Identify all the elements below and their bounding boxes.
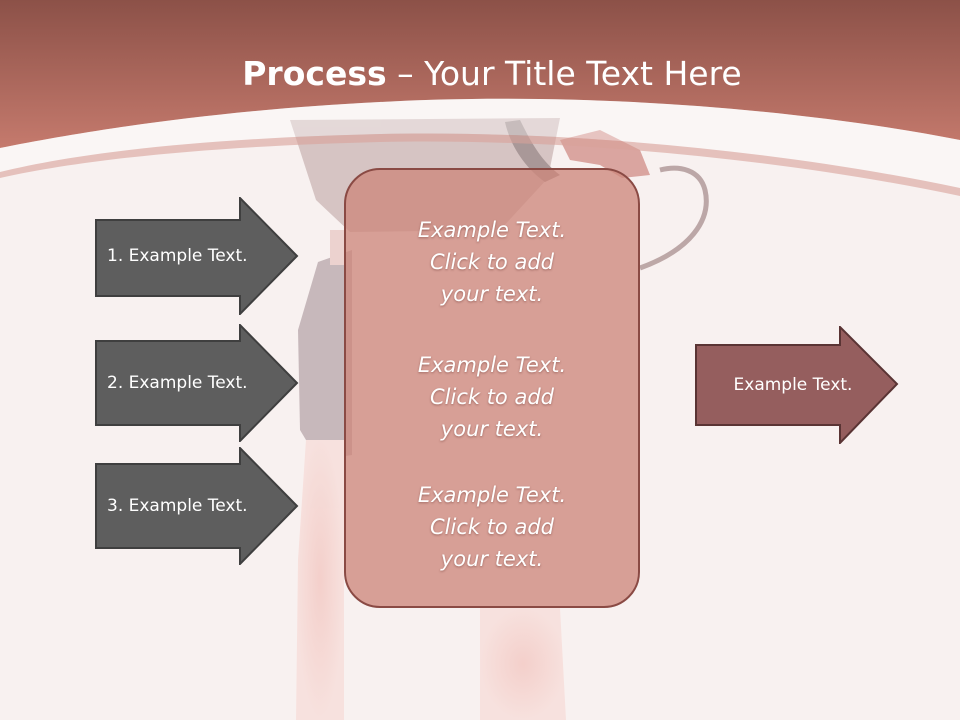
center-text-block-3[interactable]: Example Text. Click to add your text.	[346, 479, 638, 575]
arrow-right-icon	[95, 447, 299, 565]
center-text-line: Example Text.	[417, 483, 567, 507]
center-text-block-2[interactable]: Example Text. Click to add your text.	[346, 349, 638, 445]
output-arrow-label: Example Text.	[733, 375, 853, 395]
arrow-right-icon	[695, 326, 899, 444]
input-arrow-label: 3. Example Text.	[107, 496, 248, 516]
arrow-right-icon	[95, 197, 299, 315]
arrow-right-icon	[95, 324, 299, 442]
title-bold: Process	[242, 54, 387, 93]
center-text-line: your text.	[440, 547, 544, 571]
output-arrow[interactable]: Example Text.	[695, 326, 899, 444]
center-text-line: your text.	[440, 282, 544, 306]
title-rest: – Your Title Text Here	[386, 54, 742, 93]
input-arrow-2[interactable]: 2. Example Text.	[95, 324, 299, 442]
center-box[interactable]: Example Text. Click to add your text. Ex…	[344, 168, 640, 608]
input-arrow-3[interactable]: 3. Example Text.	[95, 447, 299, 565]
center-text-block-1[interactable]: Example Text. Click to add your text.	[346, 214, 638, 310]
center-text-line: Example Text.	[417, 218, 567, 242]
center-text-line: Click to add	[429, 385, 554, 409]
input-arrow-label: 1. Example Text.	[107, 246, 248, 266]
center-text-line: your text.	[440, 417, 544, 441]
center-text-line: Click to add	[429, 250, 554, 274]
input-arrow-label: 2. Example Text.	[107, 373, 248, 393]
center-text-line: Click to add	[429, 515, 554, 539]
slide-title[interactable]: Process – Your Title Text Here	[0, 54, 960, 94]
center-text-line: Example Text.	[417, 353, 567, 377]
input-arrow-1[interactable]: 1. Example Text.	[95, 197, 299, 315]
